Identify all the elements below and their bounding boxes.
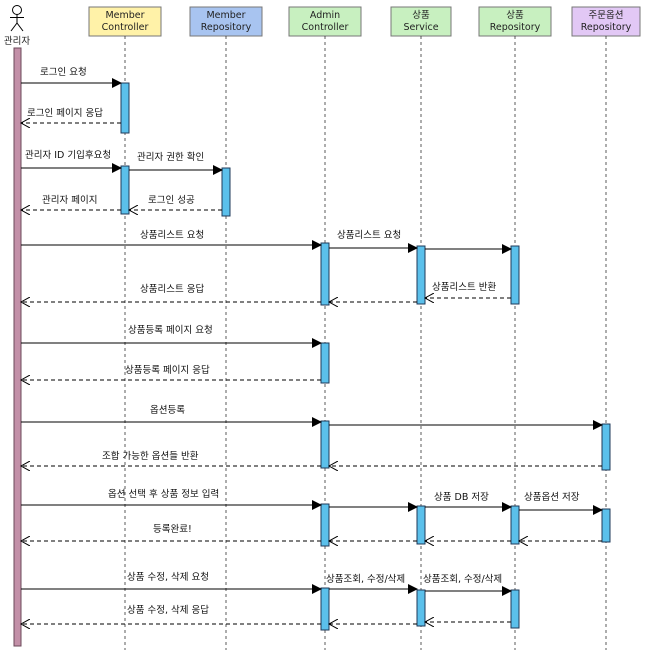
message-label: 상품리스트 요청 [140,230,204,241]
message-label: 조합 가능한 옵션들 반환 [102,450,199,462]
message-label: 상품등록 페이지 요청 [128,325,213,336]
participant-box [390,6,452,37]
activation-bar [416,245,426,305]
message-label: 로그인 페이지 응답 [27,107,103,119]
participant-name-line1: Member [206,10,245,21]
message-label: 상품리스트 요청 [337,230,401,241]
activation-bar [320,503,330,547]
actor-label: 관리자 [4,36,30,47]
activation-bar [510,589,520,629]
participant-name-line2: Repository [581,22,632,33]
activation-bar [320,587,330,631]
participant-box [571,6,641,37]
message-label: 관리자 페이지 [42,195,97,206]
activation-bar [416,589,426,627]
message-label: 관리자 ID 기입후요청 [25,149,111,161]
activation-bar [510,245,520,305]
activation-bar [120,82,130,134]
message-label: 상품 수정, 삭제 요청 [127,572,209,583]
participant-name-line2: Repository [490,22,541,33]
participant-name-line2: Controller [102,22,149,33]
participant-product-service: 상품 Service [390,6,452,650]
participant-member-controller: Member Controller [88,6,162,650]
activation-bar [320,342,330,384]
activation-bars [120,82,611,631]
activation-bar [320,420,330,469]
message-label: 로그인 요청 [40,67,87,78]
participant-name-line2: Service [403,22,438,33]
participant-product-repository: 상품 Repository [478,6,552,650]
message-label: 상품조회, 수정/삭제 [423,574,502,585]
participant-name-line1: 주문옵션 [589,10,624,21]
message-label: 상품옵션 저장 [524,492,580,503]
message-label: 등록완료! [153,524,192,535]
message-label: 관리자 권한 확인 [137,151,204,163]
actor-admin: 관리자 [4,5,30,647]
message-label: 옵션 선택 후 상품 정보 입력 [108,488,219,500]
message-label: 상품 수정, 삭제 응답 [127,604,209,616]
message-label: 상품등록 페이지 응답 [125,364,210,376]
participant-admin-controller: Admin Controller [288,6,362,650]
activation-bar [221,167,231,217]
participant-name-line2: Repository [201,22,252,33]
messages: 로그인 요청 로그인 페이지 응답 관리자 ID 기입후요청 관리자 권한 확인… [21,67,603,624]
participant-name-line1: Member [105,10,144,21]
participant-box [88,6,162,37]
message-label: 로그인 성공 [148,195,195,206]
activation-bar [601,508,611,543]
activation-bar [601,423,611,471]
activation-bar [120,165,130,215]
participant-name-line1: 상품 [506,10,524,21]
message-label: 상품리스트 응답 [140,283,204,295]
actor-head-icon [12,5,22,15]
actor-activation-bar [13,47,22,647]
message-label: 상품 DB 저장 [434,492,489,503]
message-label: 상품조회, 수정/삭제 [326,574,405,585]
participant-product-option-repository: 주문옵션 Repository [571,6,641,650]
message-label: 상품리스트 반환 [432,281,496,293]
participant-name-line1: Admin [310,10,340,21]
participant-name-line1: 상품 [412,10,430,21]
message-label: 옵션등록 [150,405,185,416]
participant-box [189,6,263,37]
activation-bar [510,505,520,545]
activation-bar [320,242,330,306]
activation-bar [416,505,426,545]
participant-name-line2: Controller [302,22,349,33]
